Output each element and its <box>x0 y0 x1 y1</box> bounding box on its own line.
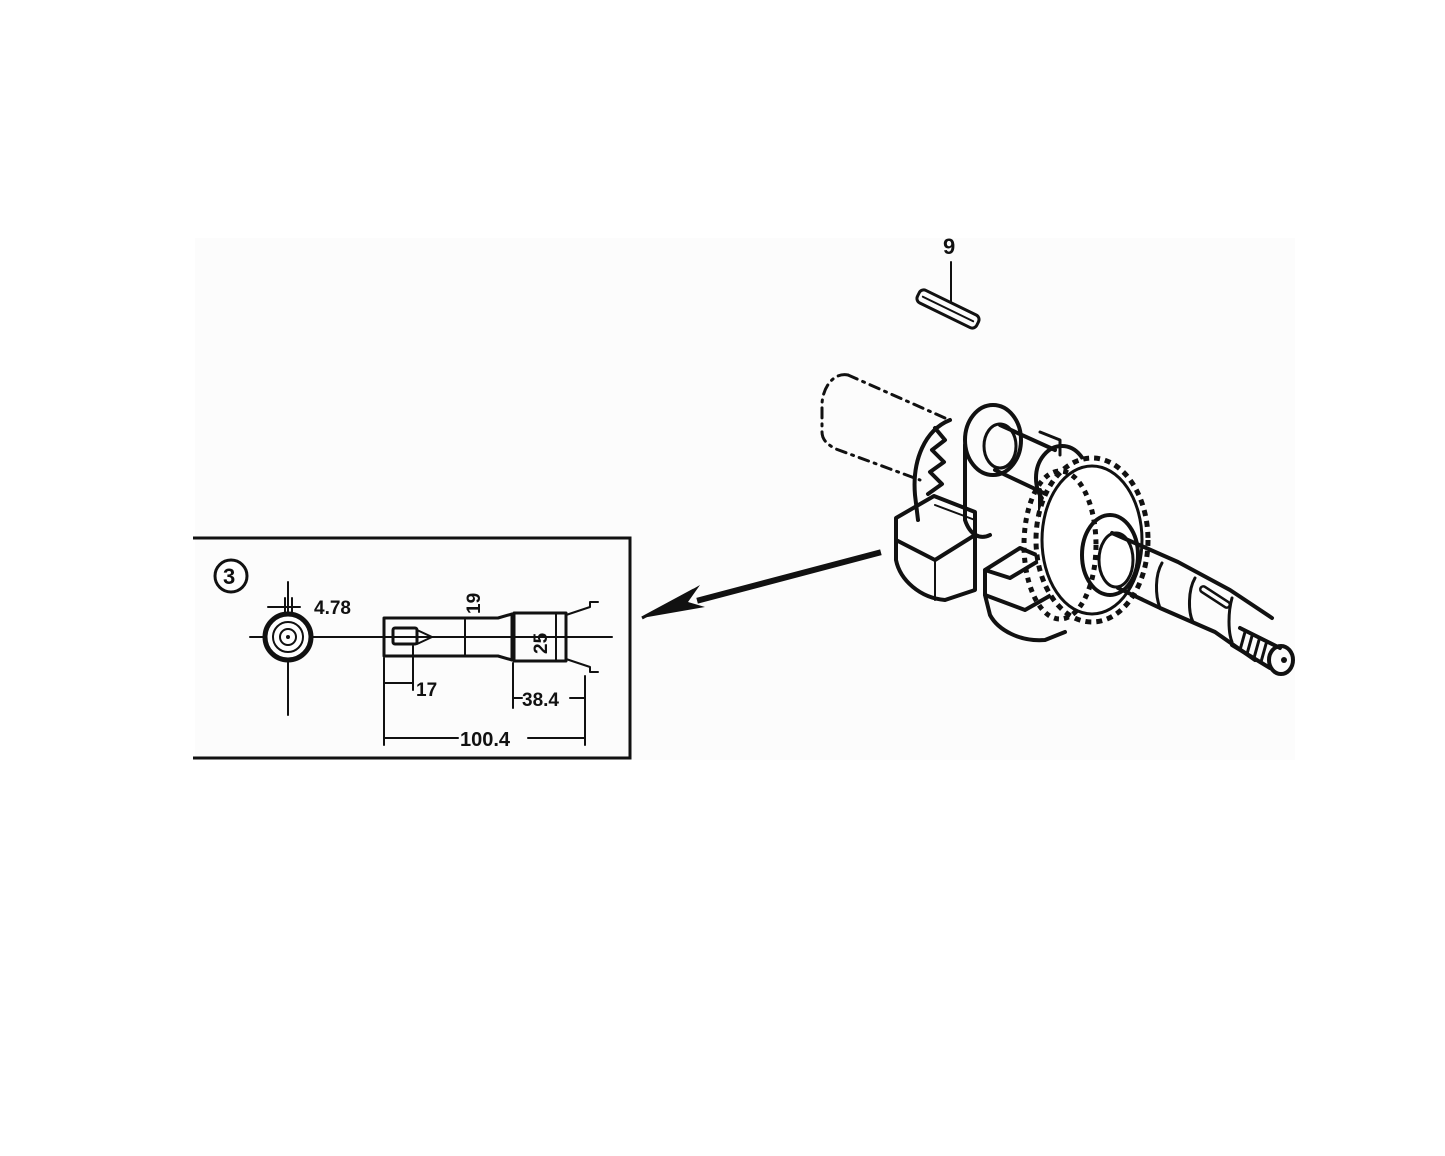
dim-key-width: 4.78 <box>314 598 351 619</box>
detail-view-3: 3 4.78 19 25 <box>193 536 632 760</box>
dim-overall-length: 100.4 <box>460 729 511 751</box>
dim-diameter-large: 25 <box>531 632 552 654</box>
callout-label-9: 9 <box>943 234 955 259</box>
shaft-end-view: 4.78 <box>249 581 351 716</box>
dim-shoulder-length: 38.4 <box>522 690 559 711</box>
shaft-side-view: 19 25 17 38.4 100.4 <box>319 593 613 751</box>
detail-marker-label: 3 <box>223 564 235 589</box>
crankshaft <box>820 373 1295 676</box>
part-9-key: 9 <box>915 234 981 330</box>
detail-arrow <box>641 549 882 620</box>
dim-diameter-small: 19 <box>464 593 485 614</box>
timing-gear <box>1021 455 1151 625</box>
dim-keyway-length: 17 <box>416 680 437 701</box>
